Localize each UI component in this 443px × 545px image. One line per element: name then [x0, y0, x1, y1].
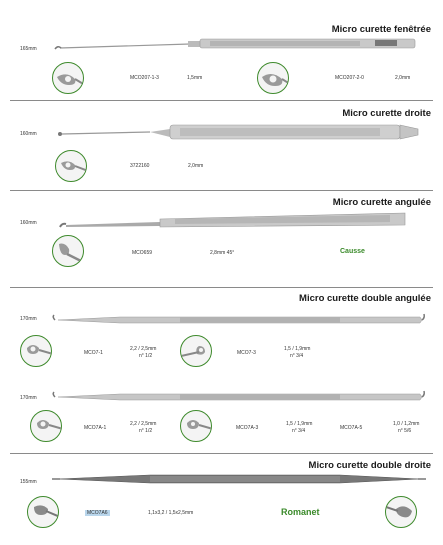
- number-label: n° 3/4: [292, 428, 306, 434]
- tip-detail-3-4: [180, 410, 212, 442]
- divider: [10, 190, 433, 191]
- number-label: n° 3/4: [290, 353, 304, 359]
- length-label: 160mm: [20, 131, 37, 137]
- length-label: 165mm: [20, 46, 37, 52]
- length-label: 155mm: [20, 479, 37, 485]
- ref-code: MCO7A-3: [236, 425, 259, 431]
- number-label: n° 1/2: [139, 428, 153, 434]
- number-label: n° 1/2: [139, 353, 153, 359]
- ref-code: MCO7A6: [85, 510, 110, 516]
- size-label: 2,2 / 2,5mm: [130, 421, 157, 427]
- number-label: n° 5/6: [398, 428, 412, 434]
- tip-detail-1-2: [20, 335, 52, 367]
- length-label: 170mm: [20, 395, 37, 401]
- size-label: 2,0mm: [395, 75, 411, 81]
- ref-code-text: MCO7A6: [85, 510, 110, 516]
- instrument-image: [58, 124, 419, 140]
- tip-detail-right: [385, 496, 417, 528]
- ref-code: 3722160: [130, 163, 150, 169]
- brand-name: Causse: [340, 248, 365, 255]
- instrument-image: [52, 390, 425, 401]
- size-label: 1,5mm: [187, 75, 203, 81]
- section-title: Micro curette fenêtrée: [331, 24, 431, 35]
- size-label: 1,5 / 1,9mm: [286, 421, 313, 427]
- instrument-image: [59, 212, 406, 228]
- size-label: 2,2 / 2,5mm: [130, 346, 157, 352]
- section-title: Micro curette double angulée: [299, 293, 431, 304]
- size-label: 1,5 / 1,9mm: [284, 346, 311, 352]
- tip-detail-1-2: [30, 410, 62, 442]
- divider: [10, 287, 433, 288]
- brand-name: Romanet: [281, 507, 320, 517]
- tip-detail-1-5mm: [52, 62, 84, 94]
- instrument-image: [54, 38, 416, 50]
- size-label: 1,0 / 1,2mm: [393, 421, 420, 427]
- tip-detail: [55, 150, 87, 182]
- ref-code: MCO659: [132, 250, 153, 256]
- size-label: 2,0mm: [188, 163, 204, 169]
- length-label: 170mm: [20, 316, 37, 322]
- size-label: 2,8mm 45°: [210, 250, 235, 256]
- instrument-image: [52, 313, 425, 324]
- instrument-image: [52, 474, 426, 484]
- size-label: 1,1x3,2 / 1,5x2,5mm: [148, 510, 194, 516]
- tip-detail-3-4: [180, 335, 212, 367]
- ref-code: MCO7-3: [237, 350, 256, 356]
- section-title: Micro curette double droite: [308, 460, 431, 471]
- section-title: Micro curette angulée: [332, 197, 431, 208]
- ref-code: MCO7A-1: [84, 425, 107, 431]
- divider: [10, 100, 433, 101]
- ref-code: MCO207-1-3: [130, 75, 159, 81]
- ref-code: MCO7-1: [84, 350, 103, 356]
- ref-code: MCO207-2-0: [335, 75, 364, 81]
- section-title: Micro curette droite: [342, 108, 431, 119]
- length-label: 160mm: [20, 220, 37, 226]
- tip-detail-2-0mm: [257, 62, 289, 94]
- ref-code: MCO7A-5: [340, 425, 363, 431]
- tip-detail: [52, 235, 84, 267]
- divider: [10, 453, 433, 454]
- tip-detail-left: [27, 496, 59, 528]
